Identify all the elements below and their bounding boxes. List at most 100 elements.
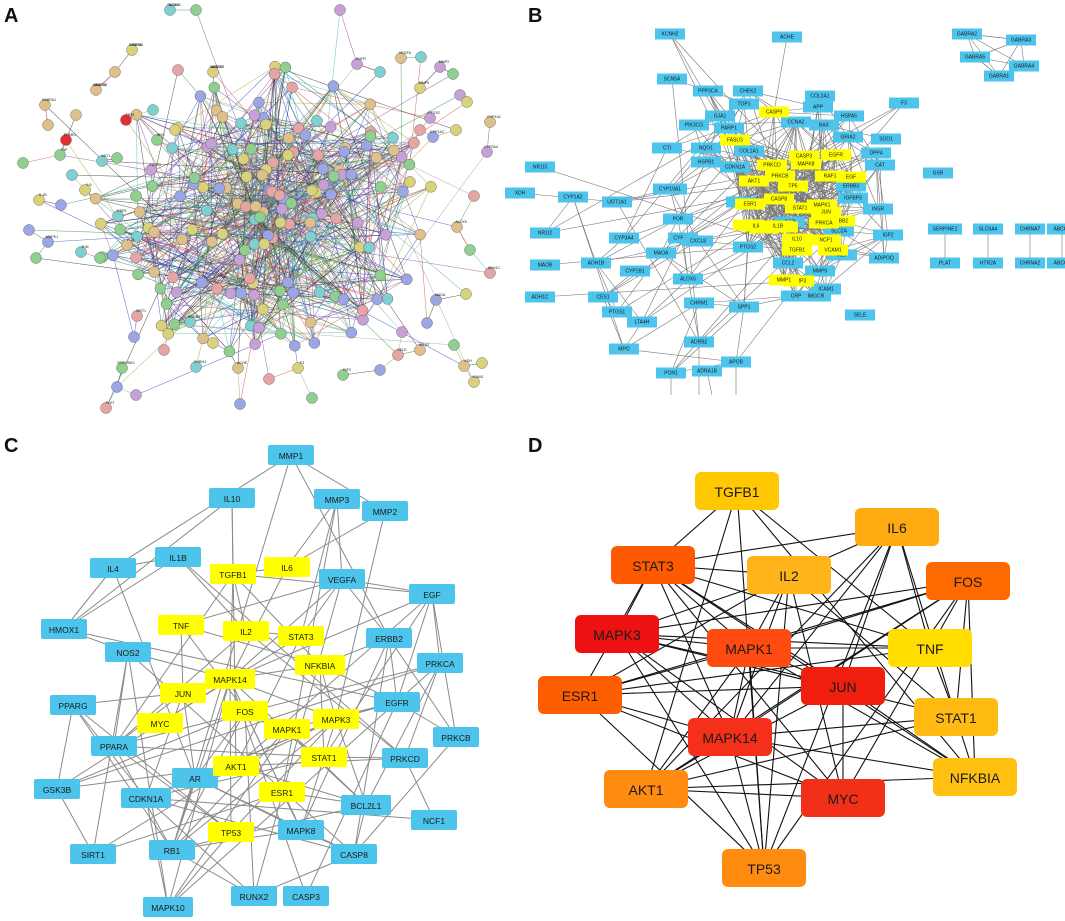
node-a-215 xyxy=(306,392,318,404)
edge-c-103 xyxy=(167,728,288,908)
node-a-136 xyxy=(374,269,387,281)
node-b-crp: CRP xyxy=(781,290,811,302)
node-a-148 xyxy=(308,337,321,349)
node-a-label: ABCC1 xyxy=(94,83,106,87)
node-c-label: EGFR xyxy=(385,698,409,708)
edge-a-446 xyxy=(210,143,213,242)
node-b-ptgs1: PTGS1 xyxy=(602,306,632,318)
edge-a-547 xyxy=(172,147,267,170)
edge-d-67 xyxy=(729,736,765,869)
node-b-label: CCNA2 xyxy=(788,120,805,126)
edge-a-682 xyxy=(135,73,275,258)
node-b-por: POR xyxy=(663,213,693,225)
node-a-216 xyxy=(292,362,304,374)
edge-a-622 xyxy=(194,177,378,300)
edge-c-99 xyxy=(171,718,337,851)
node-c-esr1: ESR1 xyxy=(259,782,305,802)
node-b-label: MMP3 xyxy=(792,279,807,285)
node-a-18 xyxy=(216,228,229,240)
node-a-132 xyxy=(154,282,167,295)
node-a-label: SIRT1 xyxy=(136,309,146,313)
node-b-label: NR1I2 xyxy=(538,231,552,237)
node-d-myc: MYC xyxy=(801,779,885,817)
edge-c-8 xyxy=(336,498,343,580)
node-b-nr1i3: NR1I3 xyxy=(525,161,555,173)
edge-c-79 xyxy=(72,704,173,851)
edge-a-522 xyxy=(274,73,387,235)
node-a-10 xyxy=(248,289,260,301)
node-a-111 xyxy=(285,197,297,209)
edge-b-254 xyxy=(616,252,662,313)
edge-c-107 xyxy=(353,736,457,855)
node-a-217 xyxy=(263,373,275,385)
node-d-label: STAT1 xyxy=(935,710,977,726)
node-a-78 xyxy=(425,181,437,193)
node-a-16 xyxy=(345,327,357,339)
edge-a-729 xyxy=(264,234,386,245)
node-a-146 xyxy=(274,216,287,229)
node-b-label: MAPK1 xyxy=(814,203,831,209)
edge-d-36 xyxy=(967,580,976,778)
node-b-col1a1: COL1A1 xyxy=(734,145,764,157)
node-a-161 xyxy=(17,157,29,169)
node-b-ccl2: CCL2 xyxy=(773,257,803,269)
edge-c-71 xyxy=(171,678,231,851)
edge-a-135 xyxy=(160,87,215,289)
node-b-label: VCAM1 xyxy=(824,248,841,254)
edge-b-505 xyxy=(777,225,785,281)
edge-a-418 xyxy=(368,131,371,248)
node-b-mapk1: MAPK1 xyxy=(807,199,837,211)
node-a-label: ABCG2 xyxy=(211,65,223,69)
node-b-label: GABRA4 xyxy=(1014,64,1035,70)
edge-a-588 xyxy=(335,222,359,297)
node-c-label: VEGFA xyxy=(328,575,357,585)
edge-b-55 xyxy=(660,121,797,254)
node-b-esr1: ESR1 xyxy=(735,198,765,210)
node-b-label: PARP1 xyxy=(721,126,737,132)
node-a-177 xyxy=(111,152,123,164)
node-b-label: POR xyxy=(673,217,684,223)
node-d-stat1: STAT1 xyxy=(914,698,998,736)
node-b-ugt1a1: UGT1A1 xyxy=(602,196,632,208)
node-a-221 xyxy=(207,337,219,349)
node-a-21 xyxy=(167,271,179,283)
edge-a-677 xyxy=(323,184,381,276)
edge-c-22 xyxy=(232,573,321,666)
edge-a-600 xyxy=(319,247,370,293)
edge-c-110 xyxy=(404,757,435,821)
node-a-139 xyxy=(327,80,340,92)
edge-b-260 xyxy=(602,240,699,298)
edge-b-144 xyxy=(734,166,749,226)
node-a-214 xyxy=(337,369,349,381)
node-c-jun: JUN xyxy=(160,683,206,703)
node-b-label: CYP19A1 xyxy=(659,187,681,193)
node-c-vegfa: VEGFA xyxy=(319,569,365,589)
node-c-casp8: CASP8 xyxy=(331,844,377,864)
edge-c-27 xyxy=(180,578,343,626)
node-b-label: RAF1 xyxy=(824,174,837,180)
node-b-label: ESR1 xyxy=(743,202,756,208)
node-a-33 xyxy=(130,252,142,264)
node-a-118 xyxy=(352,217,364,229)
node-b-pik3cg: PIK3CG xyxy=(679,119,709,131)
node-c-egf: EGF xyxy=(409,584,455,604)
edge-d-16 xyxy=(652,564,931,649)
node-a-75 xyxy=(253,96,265,109)
edge-c-74 xyxy=(167,678,231,908)
node-c-tp53: TP53 xyxy=(208,822,254,842)
edge-a-853 xyxy=(342,369,381,376)
node-b-label: SELE xyxy=(854,313,867,319)
node-d-label: TGFB1 xyxy=(714,484,759,500)
node-a-80 xyxy=(404,176,416,188)
node-a-179 xyxy=(147,104,159,116)
edge-a-726 xyxy=(280,222,407,280)
node-b-imgcr: IMGCR xyxy=(801,290,831,302)
node-a-68 xyxy=(237,153,250,165)
node-b-cyp1b1: CYP1B1 xyxy=(620,265,650,277)
node-a-95 xyxy=(162,328,174,340)
node-a-209 xyxy=(476,357,488,369)
node-c-label: FOS xyxy=(236,707,254,717)
edge-d-63 xyxy=(645,716,957,790)
edge-c-49 xyxy=(388,637,398,703)
